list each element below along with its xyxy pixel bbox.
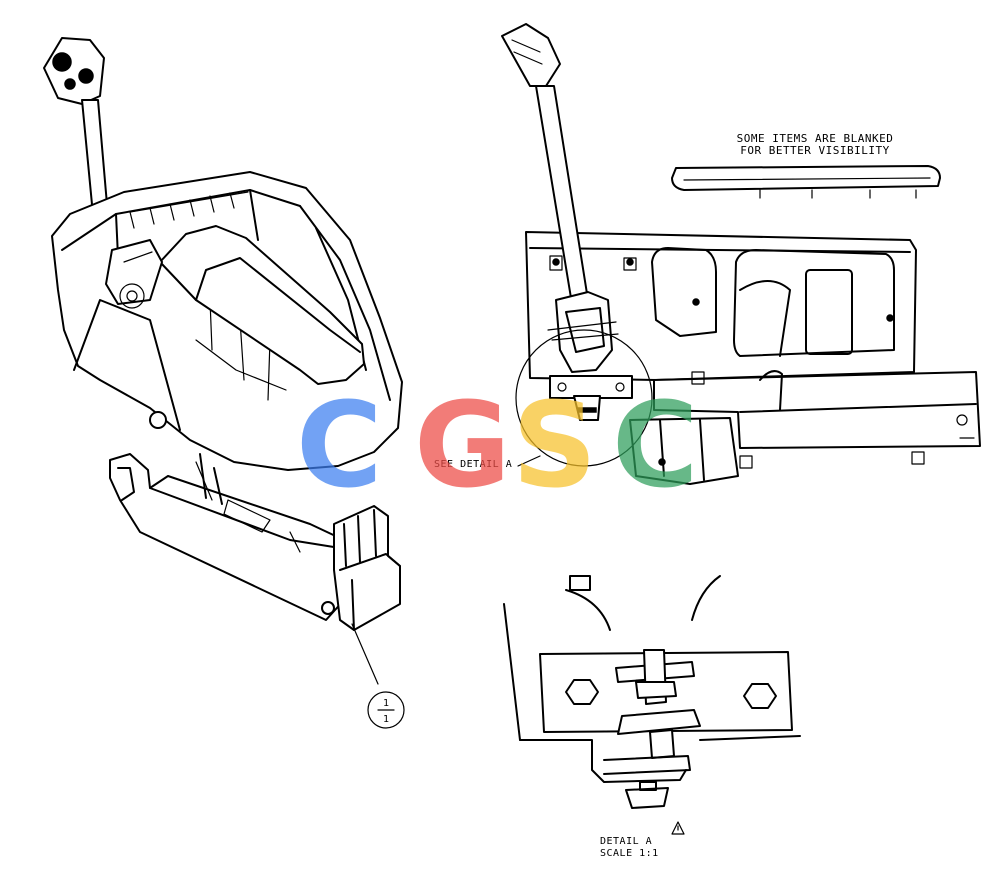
lever-handle <box>501 23 561 87</box>
isometric-view <box>43 37 403 685</box>
frame-cutout <box>733 249 895 357</box>
side-view <box>501 23 981 485</box>
detail-circle <box>515 329 653 467</box>
hex-nut <box>743 683 777 709</box>
handle-hole <box>52 52 72 72</box>
blanked-note: SOME ITEMS ARE BLANKED FOR BETTER VISIBI… <box>700 133 930 157</box>
bolt-head <box>321 601 335 615</box>
lever-handle <box>43 37 105 105</box>
detail-caption: DETAIL A SCALE 1:1 <box>600 836 690 860</box>
detail-title: DETAIL A <box>600 836 653 847</box>
hex-nut <box>565 679 599 705</box>
lever-linkage <box>555 291 613 373</box>
frame-window <box>805 269 853 355</box>
see-detail-label: SEE DETAIL A <box>434 459 513 470</box>
frame-cutout <box>651 247 717 337</box>
item-balloon: 1 1 <box>367 691 405 729</box>
pivot-bracket <box>105 239 163 305</box>
armrest-cushion <box>159 225 365 385</box>
blanked-cushion <box>671 165 941 191</box>
balloon-bottom-number: 1 <box>383 714 389 725</box>
detail-leader <box>517 455 541 467</box>
balloon-top-number: 1 <box>383 698 389 709</box>
bolt-head <box>625 787 669 809</box>
detail-a-view <box>503 575 801 835</box>
watermark-letter: C <box>612 376 699 514</box>
handle-hole <box>78 68 94 84</box>
blanked-note-line2: FOR BETTER VISIBILITY <box>740 144 890 157</box>
handle-hole <box>64 78 76 90</box>
detail-plate <box>549 375 633 399</box>
warning-triangle-icon <box>671 821 685 835</box>
balloon-leader <box>351 623 379 685</box>
bolt-head <box>149 411 167 429</box>
box-bracket <box>333 505 401 631</box>
watermark-letter: G <box>414 376 511 514</box>
detail-scale: SCALE 1:1 <box>600 848 659 859</box>
watermark-letter: C <box>296 376 383 514</box>
blanked-note-line1: SOME ITEMS ARE BLANKED <box>736 132 894 145</box>
watermark-letter: S <box>512 376 597 514</box>
lower-bracket <box>629 417 739 485</box>
